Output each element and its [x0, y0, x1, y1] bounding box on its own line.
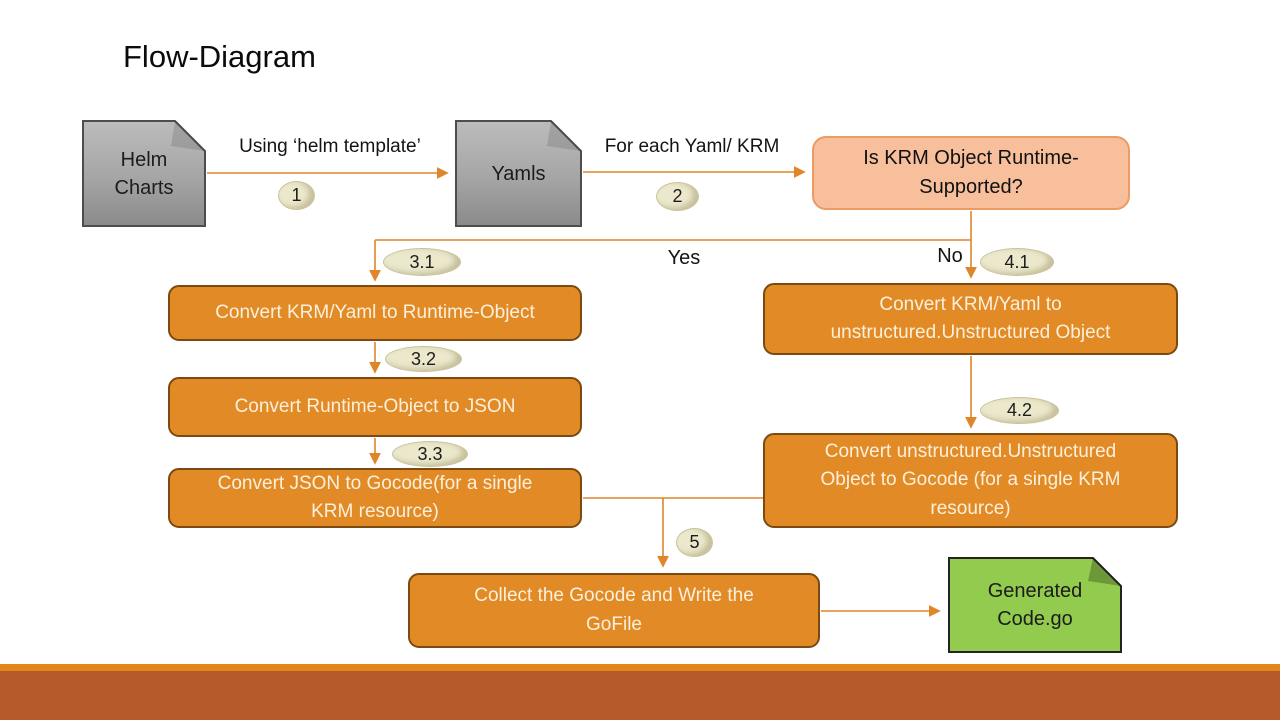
edge-label-using-helm-template: Using ‘helm template’ [239, 136, 421, 157]
node-label: Generated Code.go [987, 580, 1083, 630]
step-badge-4-2: 4.2 [980, 397, 1059, 424]
node-collect-gocode-write-gofile: Collect the Gocode and Write the GoFile [408, 573, 820, 648]
node-label: Helm Charts [114, 148, 174, 199]
node-convert-runtime-object-to-json: Convert Runtime-Object to JSON [168, 377, 582, 437]
step-badge-2: 2 [656, 182, 699, 211]
snip-rect-shape [82, 120, 206, 227]
node-label: Convert Runtime-Object to JSON [234, 395, 516, 417]
node-label: Is KRM Object Runtime-Supported? [863, 147, 1079, 198]
node-decision-runtime-supported: Is KRM Object Runtime-Supported? [812, 136, 1130, 210]
node-convert-krm-to-runtime-object: Convert KRM/Yaml to Runtime-Object [168, 285, 582, 341]
node-yamls: Yamls [455, 120, 582, 227]
step-badge-5: 5 [676, 528, 713, 557]
node-helm-charts: Helm Charts [82, 120, 206, 227]
step-badge-3-3: 3.3 [392, 441, 468, 467]
node-convert-krm-to-unstructured: Convert KRM/Yaml to unstructured.Unstruc… [763, 283, 1178, 355]
node-label: Collect the Gocode and Write the GoFile [474, 585, 754, 635]
edge-label-for-each-yaml-krm: For each Yaml/ KRM [604, 136, 780, 157]
node-convert-json-to-gocode: Convert JSON to Gocode(for a single KRM … [168, 468, 582, 528]
step-badge-3-1: 3.1 [383, 248, 461, 276]
bottom-accent-strip [0, 664, 1280, 671]
step-badge-4-1: 4.1 [980, 248, 1054, 276]
step-badge-3-2: 3.2 [385, 346, 462, 372]
edge-label-no: No [937, 245, 963, 267]
node-label: Convert unstructured.Unstructured Object… [820, 440, 1121, 519]
node-convert-unstructured-to-gocode: Convert unstructured.Unstructured Object… [763, 433, 1178, 528]
snip-rect-shape [948, 557, 1122, 653]
bottom-accent-bar [0, 671, 1280, 720]
node-label: Convert JSON to Gocode(for a single KRM … [217, 472, 533, 523]
page-title: Flow-Diagram [123, 39, 316, 74]
node-label: Convert KRM/Yaml to Runtime-Object [215, 301, 535, 323]
edge-label-yes: Yes [667, 247, 701, 269]
node-generated-code-go: Generated Code.go [948, 557, 1122, 653]
node-label: Convert KRM/Yaml to unstructured.Unstruc… [830, 293, 1111, 344]
step-badge-1: 1 [278, 181, 315, 210]
snip-rect-shape [455, 120, 582, 227]
node-label: Yamls [491, 162, 546, 185]
